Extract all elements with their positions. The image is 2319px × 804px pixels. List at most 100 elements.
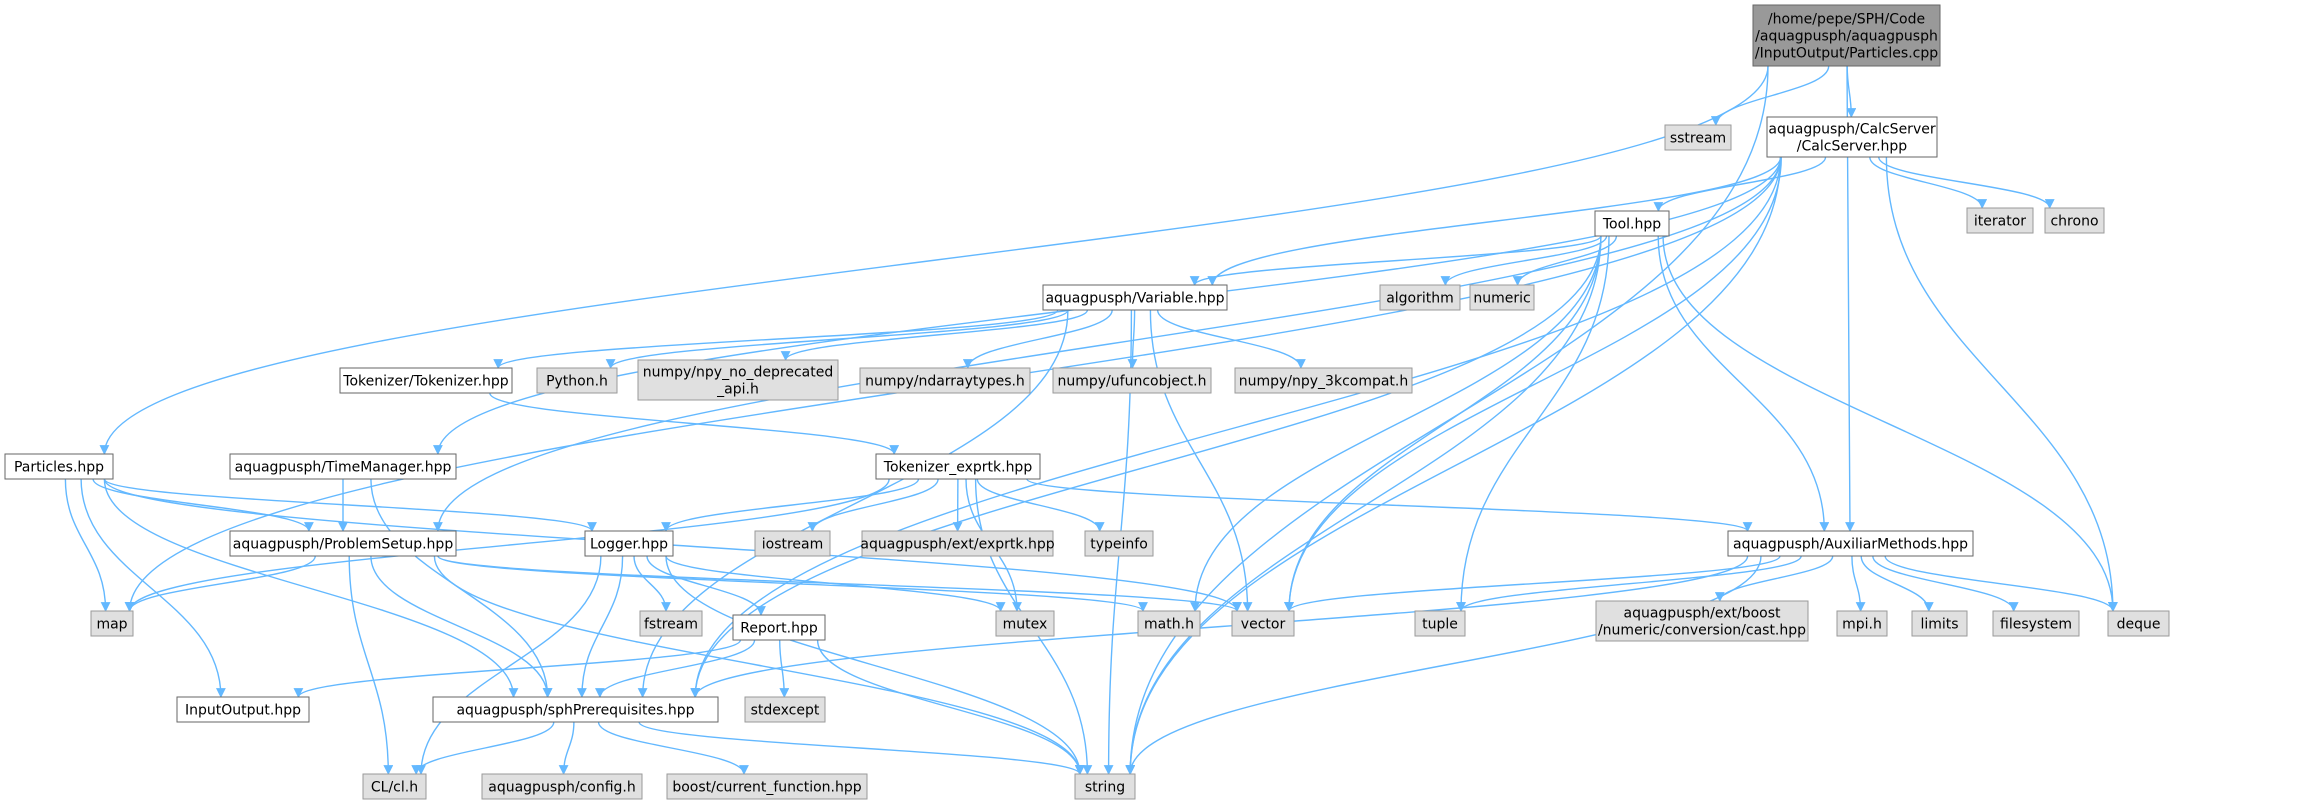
node-label-problemsetup: aquagpusph/ProblemSetup.hpp [233,537,454,553]
edge-calcserver-to-iterator [1869,156,1988,209]
node-sstream: sstream [1664,124,1732,151]
node-extexprtk: aquagpusph/ext/exprtk.hpp [860,530,1055,557]
edge-tool-to-deque [1662,235,2118,612]
node-stdexcept: stdexcept [744,696,826,723]
node-label-stdexcept: stdexcept [751,703,820,719]
node-box-logger [584,530,674,557]
node-tokenizer[interactable]: Tokenizer/Tokenizer.hpp [339,367,513,394]
node-box-tokenizer [339,367,513,394]
node-label-root: /InputOutput/Particles.cpp [1755,46,1938,62]
edge-report-to-string [816,639,1085,775]
node-variable[interactable]: aquagpusph/Variable.hpp [1042,284,1228,311]
edge-tool-to-mathh [1190,235,1602,612]
node-deque: deque [2107,610,2170,637]
node-label-npy_3k: numpy/npy_3kcompat.h [1239,374,1409,390]
node-box-iterator [1966,207,2034,234]
node-label-limits: limits [1920,617,1958,633]
edge-sphprereq-to-config [558,721,575,775]
node-label-string: string [1085,780,1125,796]
node-clh: CL/cl.h [362,773,427,800]
edge-sphprereq-to-clh [411,721,555,775]
edge-auxiliar-to-limits [1860,555,1934,612]
node-label-particles: Particles.hpp [14,460,104,476]
edge-logger-to-mutex [665,555,1006,612]
node-box-particles [4,453,114,480]
edge-tool-to-string [1125,235,1602,775]
edge-auxiliar-to-tuple [1456,555,1802,612]
node-report[interactable]: Report.hpp [732,614,826,641]
node-box-extexprtk [861,530,1054,557]
edge-calcserver-to-chrono [1878,156,2055,209]
node-box-auxiliar [1727,530,1974,557]
node-calcserver[interactable]: aquagpusph/CalcServer/CalcServer.hpp [1766,116,1938,158]
edge-tool-to-tuple [1456,235,1610,612]
node-chrono: chrono [2044,207,2105,234]
node-label-tuple: tuple [1422,617,1458,633]
node-label-npy_no_dep: _api.h [716,382,759,398]
node-box-mpih [1836,610,1888,637]
node-label-filesystem: filesystem [2000,617,2072,633]
edge-variable-to-ndarraytypes [962,309,1113,369]
edge-logger-to-fstream [633,555,671,612]
node-label-sstream: sstream [1670,131,1726,147]
edge-tokexprtk-to-map [124,478,890,612]
node-numeric: numeric [1469,284,1535,311]
node-box-mutex [995,610,1055,637]
edge-tool-to-sphprereq [690,235,1602,698]
edge-calcserver-to-variable [1207,156,1782,286]
node-auxiliar[interactable]: aquagpusph/AuxiliarMethods.hpp [1727,530,1974,557]
node-label-extexprtk: aquagpusph/ext/exprtk.hpp [860,537,1054,553]
node-label-tool: Tool.hpp [1602,217,1661,233]
node-sphprereq[interactable]: aquagpusph/sphPrerequisites.hpp [432,696,719,723]
node-box-mathh [1137,610,1201,637]
edge-auxiliar-to-vector [1284,555,1781,612]
node-ufuncobject: numpy/ufuncobject.h [1052,367,1212,394]
node-label-report: Report.hpp [740,621,818,637]
node-label-calcserver: aquagpusph/CalcServer [1768,122,1935,138]
edge-logger-to-string [665,555,1085,775]
node-box-tokexprtk [875,453,1041,480]
edge-tool-to-vector [1284,235,1602,612]
edge-auxiliar-to-sphprereq [690,555,1749,698]
edge-auxiliar-to-filesystem [1872,555,2019,612]
node-box-fstream [639,610,703,637]
node-box-boostcast [1595,600,1809,642]
node-root[interactable]: /home/pepe/SPH/Code/aquagpusph/aquagpusp… [1752,4,1941,67]
edge-report-to-stdexcept [779,639,790,698]
node-tuple: tuple [1414,610,1466,637]
edge-calcserver-to-sphprereq [690,156,1782,698]
edge-particles-to-map [64,478,111,612]
node-pythonh: Python.h [536,367,618,394]
edge-tool-to-algorithm [1440,235,1608,286]
node-box-calcserver [1766,116,1938,158]
edge-sphprereq-to-boostfunc [597,721,749,775]
edge-report-to-inputoutput [293,639,742,698]
dependency-nodes: /home/pepe/SPH/Code/aquagpusph/aquagpusp… [4,4,2170,800]
edge-tokenizer-to-tokexprtk [489,392,899,455]
node-label-deque: deque [2117,617,2161,633]
node-limits: limits [1911,610,1968,637]
node-tokexprtk[interactable]: Tokenizer_exprtk.hpp [875,453,1041,480]
edge-tool-to-numeric [1512,235,1618,286]
node-box-sphprereq [432,696,719,723]
edge-problemsetup-to-clh [348,555,394,775]
node-mathh: math.h [1137,610,1201,637]
dependency-edges [64,65,2118,775]
edge-variable-to-tokenizer [493,309,1059,369]
node-problemsetup[interactable]: aquagpusph/ProblemSetup.hpp [229,530,457,557]
node-box-string [1074,773,1136,800]
node-inputoutput[interactable]: InputOutput.hpp [176,696,310,723]
node-string: string [1074,773,1136,800]
node-label-tokenizer: Tokenizer/Tokenizer.hpp [342,374,509,390]
node-label-vector: vector [1241,617,1286,633]
node-tool[interactable]: Tool.hpp [1594,210,1670,237]
edge-particles-to-logger [103,478,597,532]
node-label-boostcast: aquagpusph/ext/boost [1624,606,1782,622]
edge-variable-to-pythonh [605,309,1069,369]
node-timemanager[interactable]: aquagpusph/TimeManager.hpp [229,453,457,480]
node-box-report [732,614,826,641]
node-label-iterator: iterator [1974,214,2026,230]
node-npy_no_dep: numpy/npy_no_deprecated_api.h [637,359,839,401]
node-particles[interactable]: Particles.hpp [4,453,114,480]
node-logger[interactable]: Logger.hpp [584,530,674,557]
